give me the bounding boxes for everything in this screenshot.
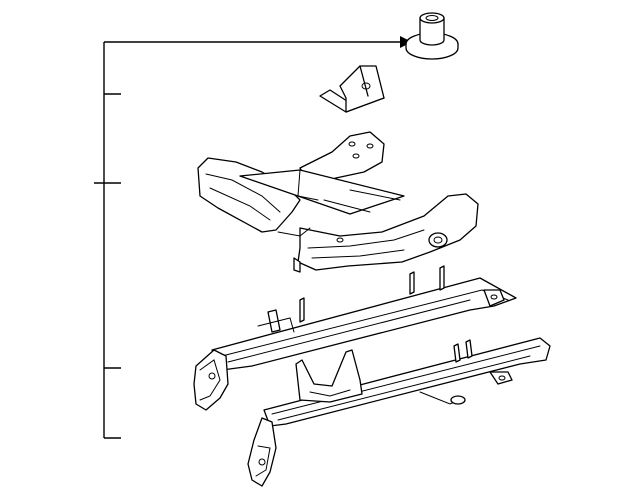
bracket-icon <box>319 65 385 113</box>
seat-cushion-frame-icon <box>197 131 479 273</box>
upper-seat-track-icon <box>193 265 517 411</box>
lower-seat-track-icon <box>247 337 551 487</box>
grommet-icon <box>405 12 459 60</box>
